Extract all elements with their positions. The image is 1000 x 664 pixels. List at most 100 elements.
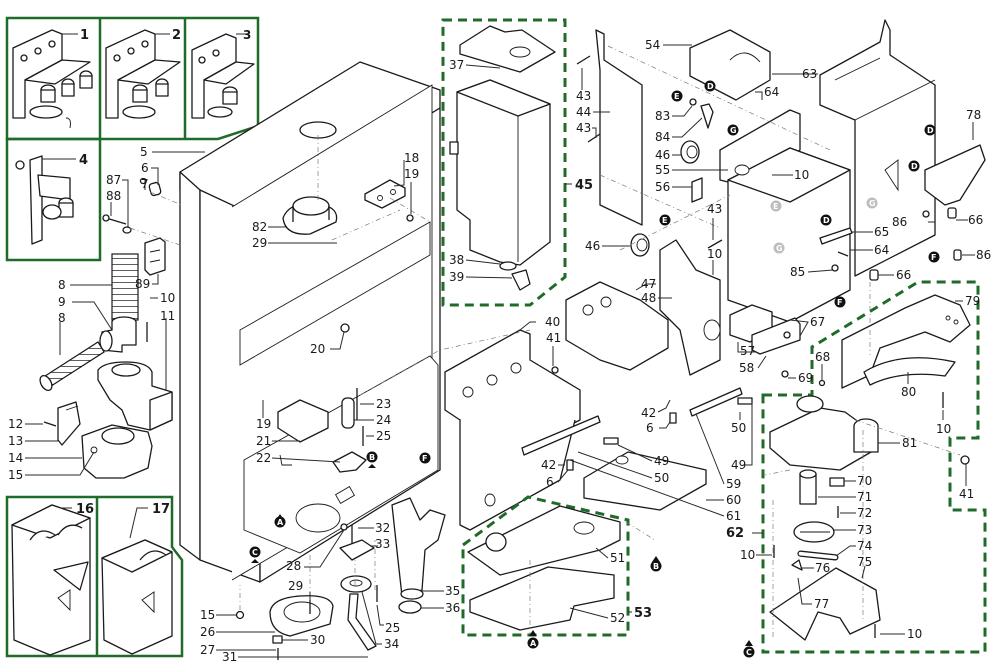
valve-assembly-2[interactable]: [105, 29, 181, 119]
dispenser-box-17[interactable]: 17: [101, 502, 173, 655]
valve-38[interactable]: [499, 261, 517, 271]
screw-20[interactable]: [340, 323, 350, 333]
spacer-66a[interactable]: [947, 207, 957, 219]
part-49a[interactable]: [603, 437, 619, 445]
callout-61: 61: [726, 509, 741, 523]
funnel-35[interactable]: [391, 497, 446, 600]
callout-46-bottom: 46: [585, 239, 600, 253]
housing-55[interactable]: [719, 109, 851, 323]
side-panel-63[interactable]: [819, 19, 936, 277]
slide-65[interactable]: [819, 227, 853, 245]
elbow-9[interactable]: [99, 316, 137, 353]
strip-59a[interactable]: [521, 415, 601, 456]
callout-46-top: 46: [655, 148, 670, 162]
valve-assembly-3[interactable]: [191, 33, 255, 119]
ring-36[interactable]: [398, 600, 422, 614]
part-49b[interactable]: [737, 397, 753, 405]
gasket-33[interactable]: [339, 539, 375, 561]
hose-31[interactable]: [347, 593, 377, 651]
flange-82[interactable]: [282, 196, 338, 235]
hose-8-upper[interactable]: [111, 253, 139, 321]
bracket-40[interactable]: [444, 329, 581, 531]
screw-12[interactable]: [43, 421, 57, 427]
water-tank[interactable]: [449, 79, 551, 266]
pin-43c[interactable]: [707, 239, 723, 249]
reference-marker-G: G G G: [727, 124, 878, 254]
main-frame-housing[interactable]: [179, 61, 441, 583]
screw-86a[interactable]: [922, 210, 930, 218]
callout-11: 11: [160, 309, 175, 323]
relay-89[interactable]: [144, 237, 166, 276]
base-plate-75[interactable]: [769, 567, 881, 641]
strip-59[interactable]: [689, 387, 743, 417]
outlet-34[interactable]: [340, 575, 372, 593]
valve-assembly-4[interactable]: [15, 155, 74, 245]
cap-6b[interactable]: [566, 459, 574, 471]
blower-14[interactable]: [81, 424, 153, 479]
gasket-80[interactable]: [863, 357, 956, 386]
drip-tray-60[interactable]: [583, 451, 707, 511]
nut-15b[interactable]: [235, 610, 245, 620]
screw-85[interactable]: [831, 264, 839, 272]
sensor-70[interactable]: [829, 477, 845, 487]
svg-text:3: 3: [243, 28, 251, 42]
pin-43a[interactable]: [576, 55, 591, 65]
screw-41[interactable]: [551, 366, 559, 374]
callout-71: 71: [857, 490, 872, 504]
svg-text:F: F: [422, 454, 427, 463]
callout-66-bottom: 66: [896, 268, 911, 282]
svg-text:D: D: [823, 216, 830, 225]
valve-cap-39[interactable]: [511, 269, 531, 291]
callout-10-mid: 10: [707, 247, 722, 261]
pin-43b[interactable]: [587, 133, 601, 143]
screw-67[interactable]: [783, 331, 791, 339]
washer-28[interactable]: [340, 523, 348, 531]
callout-10-left: 10: [160, 291, 175, 305]
bracket-58[interactable]: [751, 317, 801, 355]
knob-46a[interactable]: [680, 140, 700, 164]
lever-84[interactable]: [700, 103, 714, 129]
screw-41b[interactable]: [960, 455, 970, 465]
callout-2: 2: [155, 28, 181, 43]
bracket-56[interactable]: [691, 177, 703, 203]
spacer-66b[interactable]: [869, 269, 879, 281]
callout-43-bottom: 43: [707, 202, 722, 216]
grinder-body-81[interactable]: [769, 395, 879, 471]
callout-60: 60: [726, 493, 741, 507]
motor-71[interactable]: [799, 469, 817, 505]
grinder-arm-79[interactable]: [841, 294, 971, 389]
bracket-21[interactable]: [277, 399, 329, 443]
pipe-24[interactable]: [341, 397, 355, 429]
nut-83[interactable]: [689, 98, 697, 106]
hopper-78[interactable]: [924, 144, 986, 206]
cap-6c[interactable]: [669, 412, 677, 424]
callout-42-right: 42: [641, 406, 656, 420]
dispenser-box-16[interactable]: 16: [11, 502, 94, 656]
valve-assembly-1[interactable]: [12, 29, 93, 129]
small-parts-6-7-87-88[interactable]: [102, 177, 181, 246]
chute-11[interactable]: [97, 361, 173, 431]
bracket-13[interactable]: [57, 401, 81, 446]
screw-19[interactable]: [406, 214, 414, 222]
clip-22[interactable]: [332, 451, 367, 473]
tank-lid-37[interactable]: [459, 25, 556, 73]
pin-68[interactable]: [818, 379, 826, 387]
callout-47-label: 47: [641, 277, 656, 291]
cover-54[interactable]: [689, 29, 771, 101]
screw-69[interactable]: [781, 370, 789, 378]
spacer-86b[interactable]: [953, 249, 962, 261]
bracket-47[interactable]: [565, 281, 669, 371]
callout-65: 65: [874, 225, 889, 239]
tray-cover-51[interactable]: [467, 505, 621, 576]
burr-73[interactable]: [793, 521, 835, 543]
plug-76[interactable]: [791, 559, 803, 571]
bracket-48[interactable]: [659, 239, 721, 376]
bracket-18[interactable]: [364, 179, 406, 209]
side-plate-44[interactable]: [595, 29, 643, 226]
plate-26[interactable]: [269, 595, 334, 637]
part-30[interactable]: [272, 635, 283, 644]
belt-74[interactable]: [797, 550, 839, 561]
screw-64b[interactable]: [837, 251, 849, 257]
tray-base-52[interactable]: [469, 566, 615, 631]
knob-46b[interactable]: [630, 233, 650, 257]
